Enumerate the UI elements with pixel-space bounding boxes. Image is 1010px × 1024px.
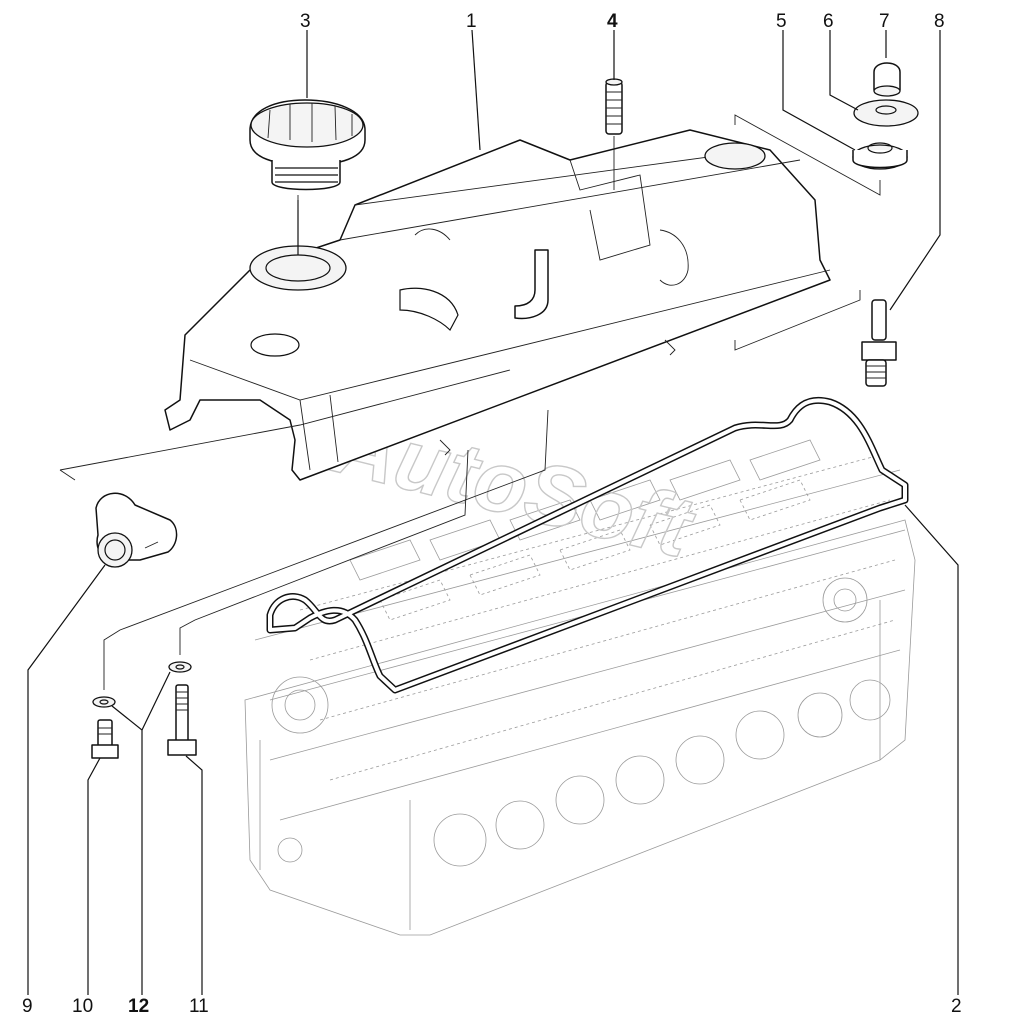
grommet-part-5 [852, 142, 908, 170]
washer-part-12b [168, 661, 192, 673]
callout-10: 10 [72, 996, 93, 1017]
callout-6: 6 [823, 11, 834, 32]
stud-part-4 [605, 78, 623, 135]
callout-1: 1 [466, 11, 477, 32]
valve-cover-gasket [266, 396, 909, 694]
bolt-part-11 [167, 684, 197, 756]
callout-labels: 1 2 3 4 5 6 7 8 9 10 11 12 [22, 11, 962, 1017]
bolt-part-10 [91, 719, 119, 759]
oil-filler-cap [249, 99, 366, 191]
callout-3: 3 [300, 11, 311, 32]
callout-12: 12 [128, 996, 149, 1017]
callout-9: 9 [22, 996, 33, 1017]
breather-elbow-part-9 [95, 492, 178, 568]
valve-cover [164, 129, 831, 481]
callout-8: 8 [934, 11, 945, 32]
cap-nut-part-7 [873, 62, 901, 97]
stud-bolt-part-8 [861, 299, 897, 387]
washer-part-12a [92, 696, 116, 708]
callout-2: 2 [951, 996, 962, 1017]
washer-part-6 [853, 99, 919, 127]
leader-lines [27, 29, 959, 995]
callout-7: 7 [879, 11, 890, 32]
callout-5: 5 [776, 11, 787, 32]
callout-4: 4 [607, 11, 618, 32]
callout-11: 11 [189, 996, 209, 1017]
